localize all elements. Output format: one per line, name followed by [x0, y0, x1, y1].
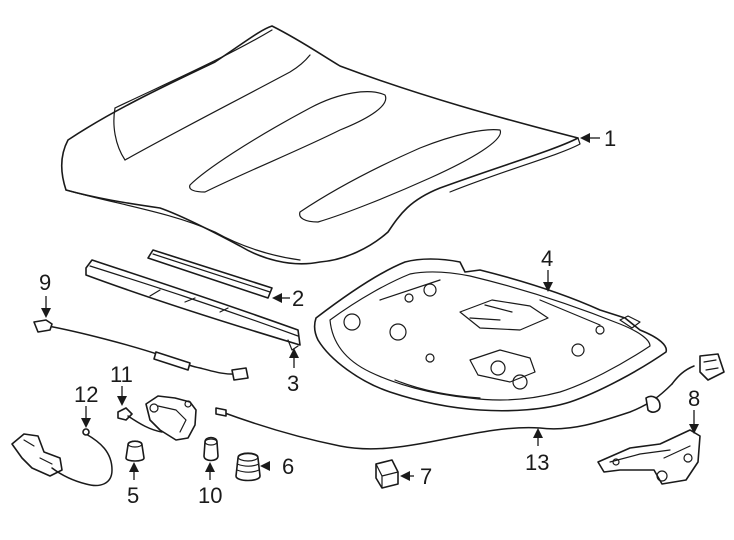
bumper-6: [235, 452, 261, 482]
callout-5: 5: [127, 483, 139, 508]
hood-latch: [117, 395, 197, 441]
release-handle-12: [11, 428, 113, 487]
bumper-5: [125, 440, 145, 462]
hood-panel: [60, 25, 581, 265]
bumper-10: [203, 436, 219, 462]
callout-11: 11: [110, 362, 133, 387]
release-cable-9: [33, 319, 249, 381]
callout-6: 6: [282, 454, 294, 479]
callout-leaders: [41, 133, 699, 481]
hood-insulator: [313, 258, 668, 412]
callout-7: 7: [420, 464, 432, 489]
release-cable-13: [215, 353, 725, 450]
callout-13: 13: [525, 450, 549, 475]
front-seal-upper: [147, 249, 273, 299]
hood-hinge: [597, 429, 701, 485]
callout-4: 4: [541, 246, 553, 271]
callout-12: 12: [74, 382, 98, 407]
callout-8: 8: [688, 386, 700, 411]
callout-1: 1: [604, 126, 616, 151]
callout-2: 2: [292, 286, 304, 311]
callout-10: 10: [198, 483, 222, 508]
callout-labels: 1 2 3 4 5 6 7 8 9 10 11 12 13: [39, 126, 700, 508]
bumper-7: [375, 459, 399, 489]
callout-3: 3: [287, 371, 299, 396]
front-seal-lower: [85, 259, 301, 351]
callout-9: 9: [39, 270, 51, 295]
